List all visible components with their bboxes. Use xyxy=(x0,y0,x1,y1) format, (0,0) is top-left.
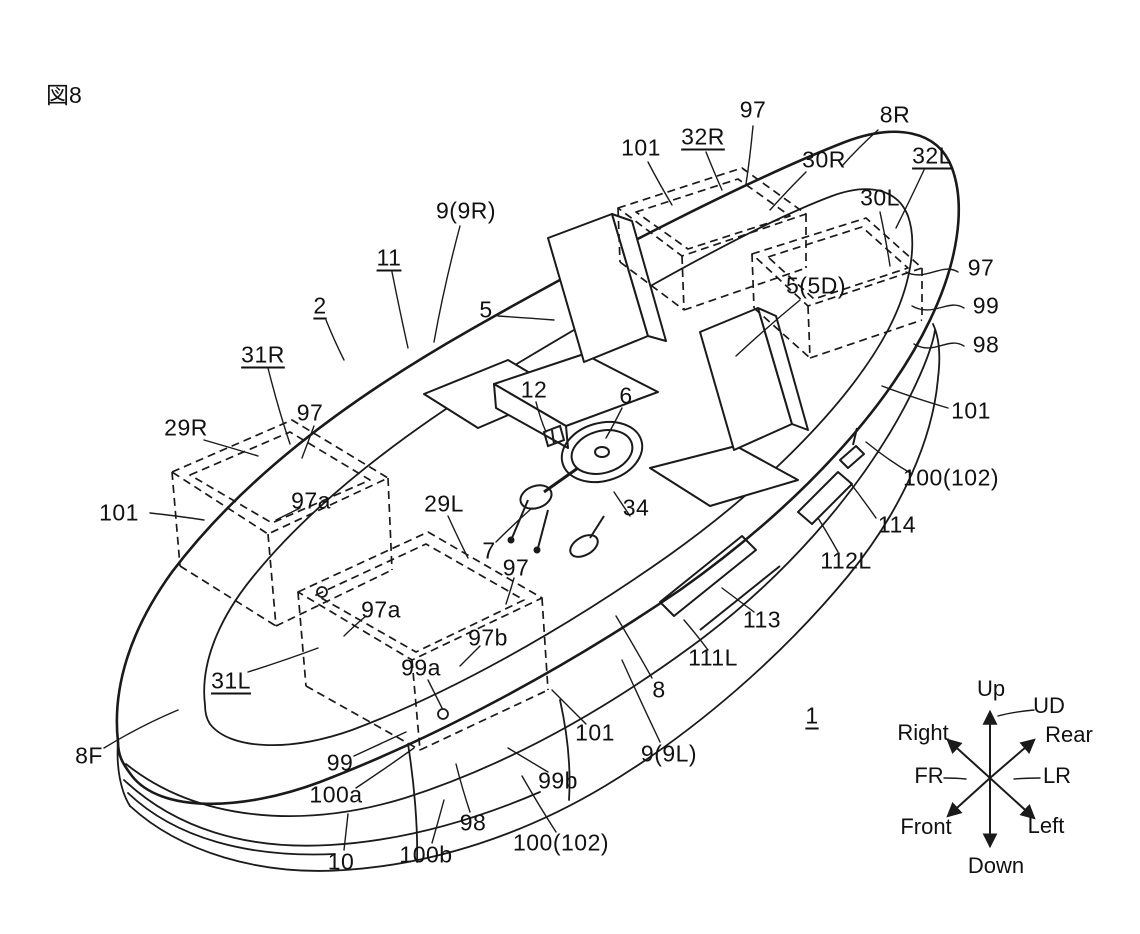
ref-label-97-28: 97 xyxy=(502,554,530,581)
leader-lines xyxy=(103,125,965,851)
ref-label-8-36: 8 xyxy=(652,676,666,703)
ref-label-34-25: 34 xyxy=(622,494,650,521)
ref-label-99l-41: 9(9L) xyxy=(640,740,698,767)
ref-label-99-40: 99 xyxy=(326,749,354,776)
compass-label-right-2: Right xyxy=(897,720,949,745)
ref-label-8f-39: 8F xyxy=(75,742,103,769)
compass-label-fr-4: FR xyxy=(914,763,944,788)
ref-label-100102-47: 100(102) xyxy=(512,829,610,856)
ref-label-29r-20: 29R xyxy=(164,414,208,441)
ref-label-2-9: 2 xyxy=(313,292,327,319)
ref-label-100b-46: 100b xyxy=(399,841,453,868)
compass-label-up-0: Up xyxy=(976,676,1006,701)
compass-label-rear-3: Rear xyxy=(1045,722,1093,747)
figure-number: 図8 xyxy=(46,82,82,108)
ref-label-101-19: 101 xyxy=(951,397,991,424)
ref-label-112l-29: 112L xyxy=(820,547,872,574)
compass-label-ud-1: UD xyxy=(1033,693,1065,718)
ref-label-30l-6: 30L xyxy=(860,184,900,211)
ref-label-99-13: 99 xyxy=(972,292,1000,319)
ref-label-101-38: 101 xyxy=(575,719,615,746)
storage-box-front-right-31R xyxy=(171,419,393,627)
ref-label-97-12: 97 xyxy=(967,254,995,281)
ref-label-99r-7: 9(9R) xyxy=(435,197,497,224)
ref-label-97-16: 97 xyxy=(296,399,324,426)
ref-label-31l-33: 31L xyxy=(211,667,251,694)
ref-label-101-0: 101 xyxy=(621,134,661,161)
ref-label-99b-43: 99b xyxy=(538,767,578,794)
ref-label-11-8: 11 xyxy=(376,244,402,271)
ref-label-7-27: 7 xyxy=(482,537,496,564)
compass-label-down-8: Down xyxy=(967,853,1025,878)
drain-fittings xyxy=(316,586,449,720)
steering-wheel xyxy=(507,420,644,558)
ref-label-97-2: 97 xyxy=(739,96,767,123)
direction-compass xyxy=(943,709,1041,849)
ref-label-10-45: 10 xyxy=(327,848,355,875)
compass-label-front-6: Front xyxy=(900,814,952,839)
ref-label-101-24: 101 xyxy=(99,499,139,526)
storage-box-rear-left-32L xyxy=(751,217,923,359)
ref-label-55d-11: 5(5D) xyxy=(785,272,847,299)
ref-label-113-31: 113 xyxy=(742,606,782,633)
ref-label-97a-30: 97a xyxy=(361,596,401,623)
compass-label-lr-5: LR xyxy=(1042,763,1072,788)
compass-label-left-7: Left xyxy=(1027,813,1065,838)
ref-label-111l-35: 111L xyxy=(688,644,738,671)
ref-label-29l-22: 29L xyxy=(424,490,464,517)
ref-label-98-14: 98 xyxy=(972,331,1000,358)
ref-label-97b-32: 97b xyxy=(468,624,508,651)
driver-seat xyxy=(423,213,667,449)
ref-label-5-10: 5 xyxy=(479,296,493,323)
hull-side-vents xyxy=(659,427,865,631)
ref-label-32l-5: 32L xyxy=(912,142,952,169)
storage-box-front-left-31L xyxy=(297,531,549,751)
storage-box-rear-right-32R xyxy=(617,167,807,311)
ref-label-99a-34: 99a xyxy=(401,654,441,681)
ref-label-100102-23: 100(102) xyxy=(902,464,1000,491)
ref-label-100a-42: 100a xyxy=(309,781,363,808)
ref-label-32r-1: 32R xyxy=(681,123,725,150)
ref-label-114-26: 114 xyxy=(877,511,917,538)
ref-label-8r-3: 8R xyxy=(879,101,911,128)
ref-label-98-44: 98 xyxy=(459,809,487,836)
ref-label-12-17: 12 xyxy=(520,376,548,403)
deck-and-hull-lines xyxy=(116,188,941,872)
ref-label-1-37: 1 xyxy=(805,702,819,729)
ref-label-30r-4: 30R xyxy=(802,146,846,173)
ref-label-31r-15: 31R xyxy=(241,341,285,368)
ref-label-6-18: 6 xyxy=(619,382,633,409)
passenger-seat xyxy=(649,307,809,507)
hull-outline xyxy=(115,130,961,806)
ref-label-97a-21: 97a xyxy=(291,487,331,514)
